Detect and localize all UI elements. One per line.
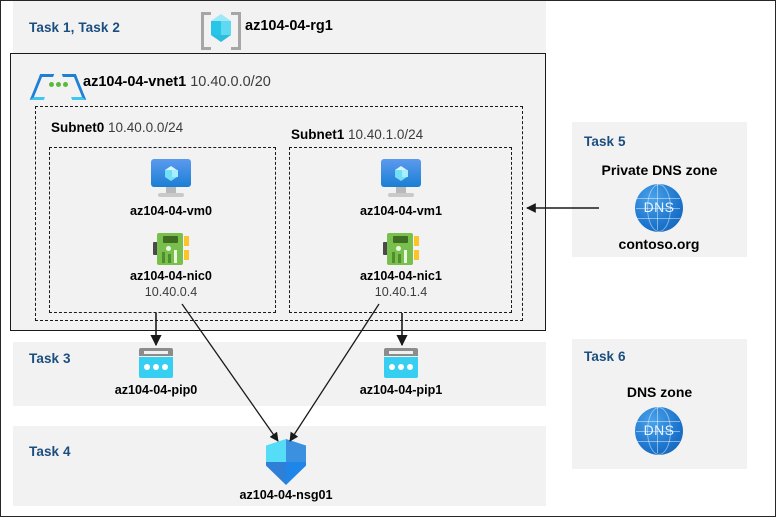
virtual-machine-icon — [150, 159, 192, 199]
vm1-node[interactable]: az104-04-vm1 — [341, 159, 461, 219]
network-interface-icon — [383, 233, 419, 265]
virtual-machine-icon — [380, 159, 422, 199]
nsg-node[interactable]: az104-04-nsg01 — [226, 439, 346, 503]
dns-globe-icon: DNS — [635, 407, 683, 455]
nic1-ip: 10.40.1.4 — [374, 285, 428, 299]
private-dns-zone-node[interactable]: DNS contoso.org — [599, 184, 719, 252]
vm0-label: az104-04-vm0 — [130, 204, 212, 218]
subnet1-prefix: 10.40.1.0/24 — [348, 127, 424, 142]
dns-globe-icon: DNS — [635, 184, 683, 232]
nic0-ip: 10.40.0.4 — [144, 285, 198, 299]
subnet1-box — [289, 147, 512, 313]
nic1-node[interactable]: az104-04-nic1 10.40.1.4 — [341, 233, 461, 300]
dns-zone-heading: DNS zone — [626, 384, 693, 400]
virtual-network-box — [10, 53, 546, 331]
public-ip-address-icon — [139, 348, 173, 378]
task-label-6: Task 6 — [584, 349, 626, 364]
task3-panel — [13, 342, 546, 406]
vm0-node[interactable]: az104-04-vm0 — [111, 159, 231, 219]
subnet0-box — [49, 147, 276, 313]
dns-icon-text: DNS — [643, 199, 675, 215]
subnet1-name: Subnet1 — [291, 127, 345, 142]
subnet0-header: Subnet0 10.40.0.0/24 — [51, 120, 183, 135]
resource-group-panel — [13, 1, 546, 54]
virtual-network-title: az104-04-vnet1 10.40.0.0/20 — [83, 74, 271, 90]
nsg-label: az104-04-nsg01 — [239, 488, 333, 502]
subnet1-header: Subnet1 10.40.1.0/24 — [291, 127, 423, 142]
public-ip-address-icon — [384, 348, 418, 378]
pip0-node[interactable]: az104-04-pip0 — [96, 348, 216, 398]
task-label-1-2: Task 1, Task 2 — [29, 20, 120, 35]
nic0-label: az104-04-nic0 — [130, 269, 212, 283]
resource-group-name: az104-04-rg1 — [245, 18, 333, 34]
nic1-label: az104-04-nic1 — [360, 269, 442, 283]
subnets-container — [35, 106, 523, 321]
private-dns-zone-name: contoso.org — [618, 236, 700, 252]
pip1-label: az104-04-pip1 — [359, 383, 443, 397]
private-dns-zone-heading: Private DNS zone — [601, 162, 718, 178]
task-label-3: Task 3 — [29, 351, 71, 366]
nic0-node[interactable]: az104-04-nic0 10.40.0.4 — [111, 233, 231, 300]
vm1-label: az104-04-vm1 — [360, 204, 442, 218]
pip0-label: az104-04-pip0 — [114, 383, 198, 397]
virtual-network-address-space: 10.40.0.0/20 — [190, 74, 271, 90]
network-security-group-shield-icon — [266, 439, 306, 485]
dns-icon-text: DNS — [643, 422, 675, 438]
subnet0-name: Subnet0 — [51, 120, 105, 135]
virtual-network-icon — [29, 73, 87, 100]
resource-group-cube-icon — [201, 9, 241, 50]
pip1-node[interactable]: az104-04-pip1 — [341, 348, 461, 398]
subnet0-prefix: 10.40.0.0/24 — [108, 120, 184, 135]
network-interface-icon — [153, 233, 189, 265]
dns-zone-node[interactable]: DNS — [599, 407, 719, 455]
virtual-network-name: az104-04-vnet1 — [83, 74, 187, 90]
task-label-4: Task 4 — [29, 444, 71, 459]
task-label-5: Task 5 — [584, 134, 626, 149]
